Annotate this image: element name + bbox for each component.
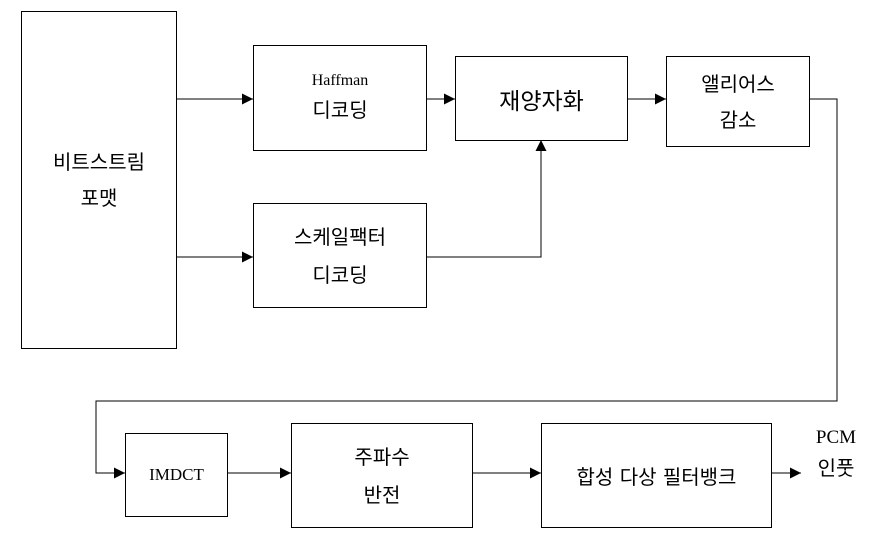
alias-reduction-line1: 앨리어스 bbox=[701, 71, 775, 96]
scalefactor-decoding-line1: 스케일팩터 bbox=[294, 224, 386, 249]
alias-reduction-line2: 감소 bbox=[719, 107, 757, 132]
pcm-output-line1: PCM bbox=[815, 427, 857, 448]
bitstream-format-line2: 포맷 bbox=[80, 186, 118, 210]
pcm-output-label: PCM 인풋 bbox=[804, 423, 868, 483]
imdct-block: IMDCT bbox=[125, 433, 228, 517]
bitstream-format-line1: 비트스트림 bbox=[53, 150, 145, 174]
synthesis-filterbank-label: 합성 다상 필터뱅크 bbox=[576, 465, 737, 489]
alias-reduction-block: 앨리어스 감소 bbox=[666, 56, 810, 147]
synthesis-filterbank-block: 합성 다상 필터뱅크 bbox=[541, 423, 772, 528]
huffman-decoding-line2: 디코딩 bbox=[312, 98, 368, 122]
frequency-inversion-line2: 반전 bbox=[363, 482, 401, 507]
arrow-alias-to-imdct bbox=[95, 98, 838, 479]
imdct-label: IMDCT bbox=[149, 465, 204, 484]
huffman-decoding-block: Haffman 디코딩 bbox=[253, 45, 427, 151]
bitstream-format-block: 비트스트림 포맷 bbox=[21, 11, 177, 349]
requantization-block: 재양자화 bbox=[455, 56, 628, 141]
frequency-inversion-line1: 주파수 bbox=[354, 444, 410, 469]
scalefactor-decoding-line2: 디코딩 bbox=[312, 262, 368, 287]
arrow-scalefactor-to-requant bbox=[426, 140, 547, 258]
pcm-output-line2: 인풋 bbox=[817, 456, 855, 480]
frequency-inversion-block: 주파수 반전 bbox=[291, 423, 473, 528]
huffman-decoding-line1: Haffman bbox=[311, 72, 369, 89]
requantization-label: 재양자화 bbox=[499, 88, 584, 115]
scalefactor-decoding-block: 스케일팩터 디코딩 bbox=[253, 203, 427, 308]
